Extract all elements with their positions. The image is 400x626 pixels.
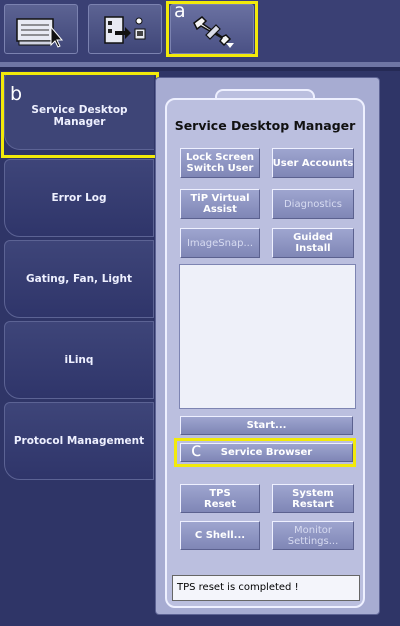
sidebar-tab-ilinq[interactable]: iLinq <box>4 321 154 399</box>
sidebar-tab-protocol-management[interactable]: Protocol Management <box>4 402 154 480</box>
panel-title: Service Desktop Manager <box>174 118 356 133</box>
status-message: TPS reset is completed ! <box>172 575 360 601</box>
sidebar-tab-label: Error Log <box>51 192 107 204</box>
annotation-label-c: c <box>191 439 202 461</box>
user-accounts-button[interactable]: User Accounts <box>272 148 354 178</box>
toolbar-divider-shadow <box>0 67 400 71</box>
guided-install-button[interactable]: Guided Install <box>272 228 354 258</box>
service-tools-button[interactable] <box>170 4 254 54</box>
service-tools-list[interactable] <box>179 264 356 409</box>
imagesnap-button[interactable]: ImageSnap... <box>180 228 260 258</box>
c-shell-button[interactable]: C Shell... <box>180 521 260 550</box>
network-button[interactable] <box>88 4 162 54</box>
sidebar-tab-gating-fan-light[interactable]: Gating, Fan, Light <box>4 240 154 318</box>
sidebar-tab-label: Protocol Management <box>13 435 145 447</box>
annotation-label-a: a <box>174 0 186 22</box>
system-restart-button[interactable]: System Restart <box>272 484 354 513</box>
toolbar-divider <box>0 62 400 67</box>
sidebar-tab-label: iLinq <box>64 354 94 366</box>
network-transfer-icon <box>104 16 146 44</box>
sidebar-tab-label: Service Desktop Manager <box>31 104 128 128</box>
tps-reset-button[interactable]: TPS Reset <box>180 484 260 513</box>
service-browser-button[interactable]: Service Browser <box>180 443 353 462</box>
desktop-cursor-button[interactable] <box>4 4 78 54</box>
sidebar-tab-error-log[interactable]: Error Log <box>4 159 154 237</box>
wrench-icon <box>193 16 234 48</box>
start-button[interactable]: Start... <box>180 416 353 435</box>
annotation-box-c <box>174 438 356 467</box>
annotation-box-b <box>1 72 159 158</box>
sidebar-tab-label: Gating, Fan, Light <box>25 273 133 285</box>
annotation-box-a <box>166 1 258 57</box>
tip-virtual-assist-button[interactable]: TiP Virtual Assist <box>180 189 260 219</box>
annotation-label-b: b <box>10 83 23 105</box>
lock-screen-switch-user-button[interactable]: Lock Screen Switch User <box>180 148 260 178</box>
monitor-cursor-icon <box>16 18 64 48</box>
diagnostics-button[interactable]: Diagnostics <box>272 189 354 219</box>
monitor-settings-button[interactable]: Monitor Settings... <box>272 521 354 550</box>
